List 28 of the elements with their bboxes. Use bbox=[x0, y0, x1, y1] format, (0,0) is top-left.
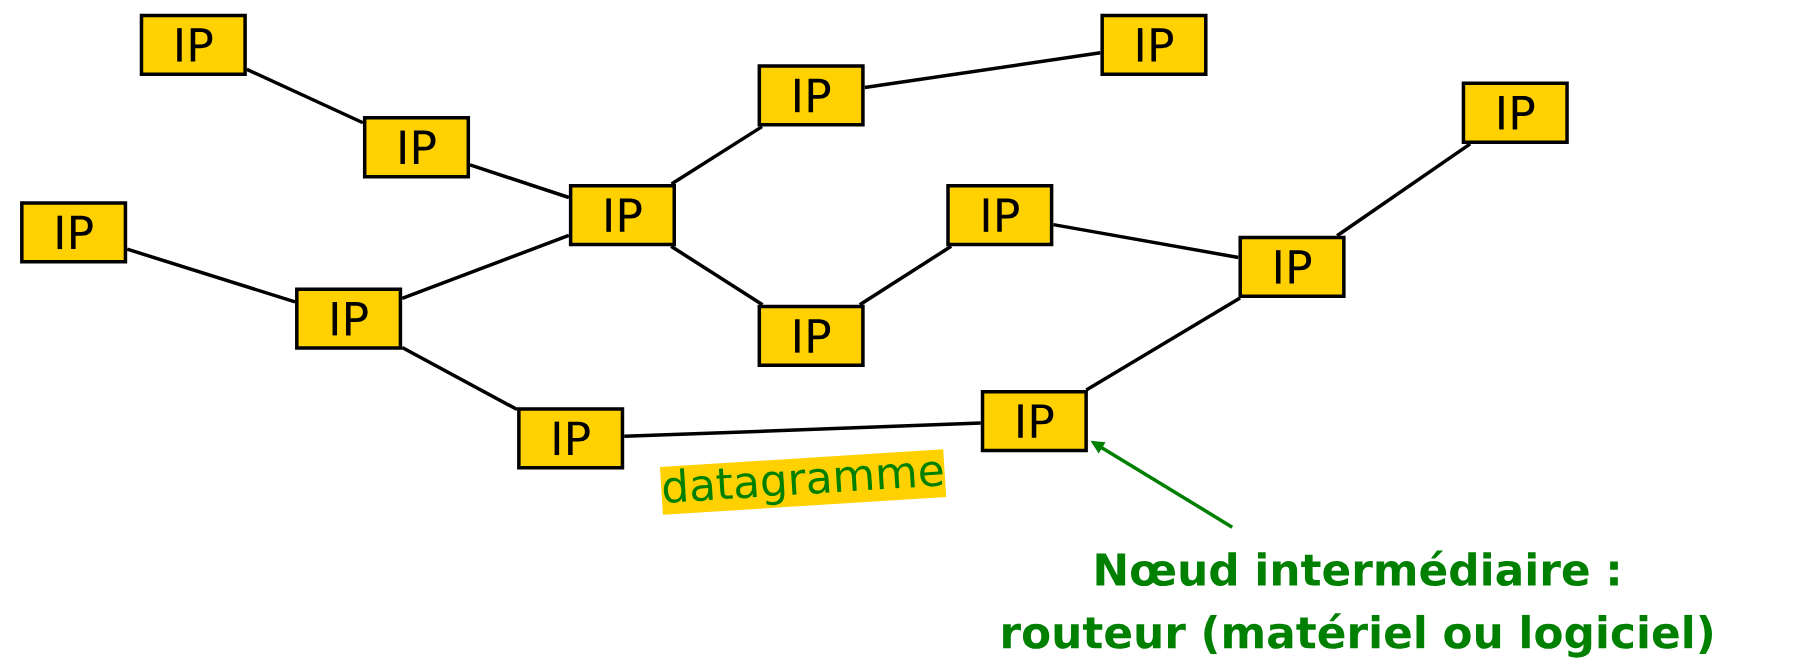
link-line bbox=[401, 233, 570, 301]
link-line bbox=[858, 245, 953, 307]
link-line bbox=[469, 163, 570, 200]
router-box: IP bbox=[1100, 13, 1208, 77]
link-line bbox=[1053, 223, 1239, 260]
router-box: IP bbox=[946, 184, 1054, 247]
link-line bbox=[670, 125, 763, 186]
link-line bbox=[624, 421, 981, 439]
link-line bbox=[670, 245, 764, 307]
datagram-label: datagramme bbox=[659, 449, 947, 516]
router-caption: Nœud intermédiaire : routeur (matériel ou logiciel) bbox=[1003, 550, 1712, 658]
link-line bbox=[864, 51, 1101, 90]
router-box: IP bbox=[1461, 81, 1569, 145]
link-line bbox=[1085, 296, 1241, 392]
router-box: IP bbox=[980, 390, 1088, 453]
link-line bbox=[126, 247, 296, 304]
router-box: IP bbox=[362, 116, 471, 179]
router-box: IP bbox=[757, 64, 865, 127]
router-box: IP bbox=[568, 184, 676, 247]
router-box: IP bbox=[295, 287, 403, 351]
router-box: IP bbox=[1238, 235, 1346, 299]
router-box: IP bbox=[517, 407, 625, 470]
link-line bbox=[246, 68, 364, 125]
link-line bbox=[401, 346, 518, 412]
router-box: IP bbox=[139, 13, 247, 77]
router-box: IP bbox=[20, 201, 128, 264]
link-line bbox=[1336, 142, 1472, 238]
router-box: IP bbox=[757, 305, 865, 368]
